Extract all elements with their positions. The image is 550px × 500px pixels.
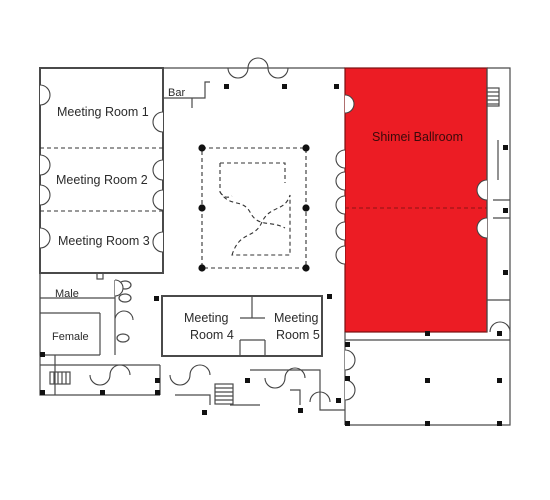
column-icon bbox=[198, 144, 310, 272]
door-swing-icon bbox=[335, 94, 355, 265]
shimei-ballroom bbox=[344, 67, 488, 333]
door-swing-icon bbox=[39, 84, 164, 253]
ballroom-label[interactable]: Shimei Ballroom bbox=[372, 130, 463, 144]
door-swing-icon bbox=[344, 349, 356, 401]
male-restroom-label[interactable]: Male bbox=[55, 288, 79, 300]
service-corridor bbox=[486, 68, 510, 332]
meeting-rooms-4-5 bbox=[161, 295, 323, 357]
door-swing-icon bbox=[476, 179, 511, 333]
meeting-room-4-5-block bbox=[161, 295, 323, 357]
female-restroom-label[interactable]: Female bbox=[52, 331, 89, 343]
column-icon bbox=[40, 84, 508, 426]
door-swing-icon bbox=[114, 279, 134, 321]
meeting-room-5-label-line1[interactable]: Meeting bbox=[274, 311, 319, 325]
meeting-room-2-label[interactable]: Meeting Room 2 bbox=[56, 173, 148, 187]
lobby-feature bbox=[201, 147, 307, 269]
lower-walls bbox=[40, 355, 345, 411]
meeting-room-3-label[interactable]: Meeting Room 3 bbox=[58, 234, 150, 248]
meeting-room-1-label[interactable]: Meeting Room 1 bbox=[57, 105, 149, 119]
bar-label[interactable]: Bar bbox=[168, 87, 185, 99]
meeting-room-4-label-line2[interactable]: Room 4 bbox=[190, 328, 234, 342]
bar-area bbox=[163, 81, 210, 108]
meeting-room-4-label-line1[interactable]: Meeting bbox=[184, 311, 229, 325]
door-swing-icon bbox=[227, 57, 292, 79]
stair-icon bbox=[486, 87, 500, 107]
meeting-room-5-label-line2[interactable]: Room 5 bbox=[276, 328, 320, 342]
stair-icon bbox=[49, 371, 234, 405]
